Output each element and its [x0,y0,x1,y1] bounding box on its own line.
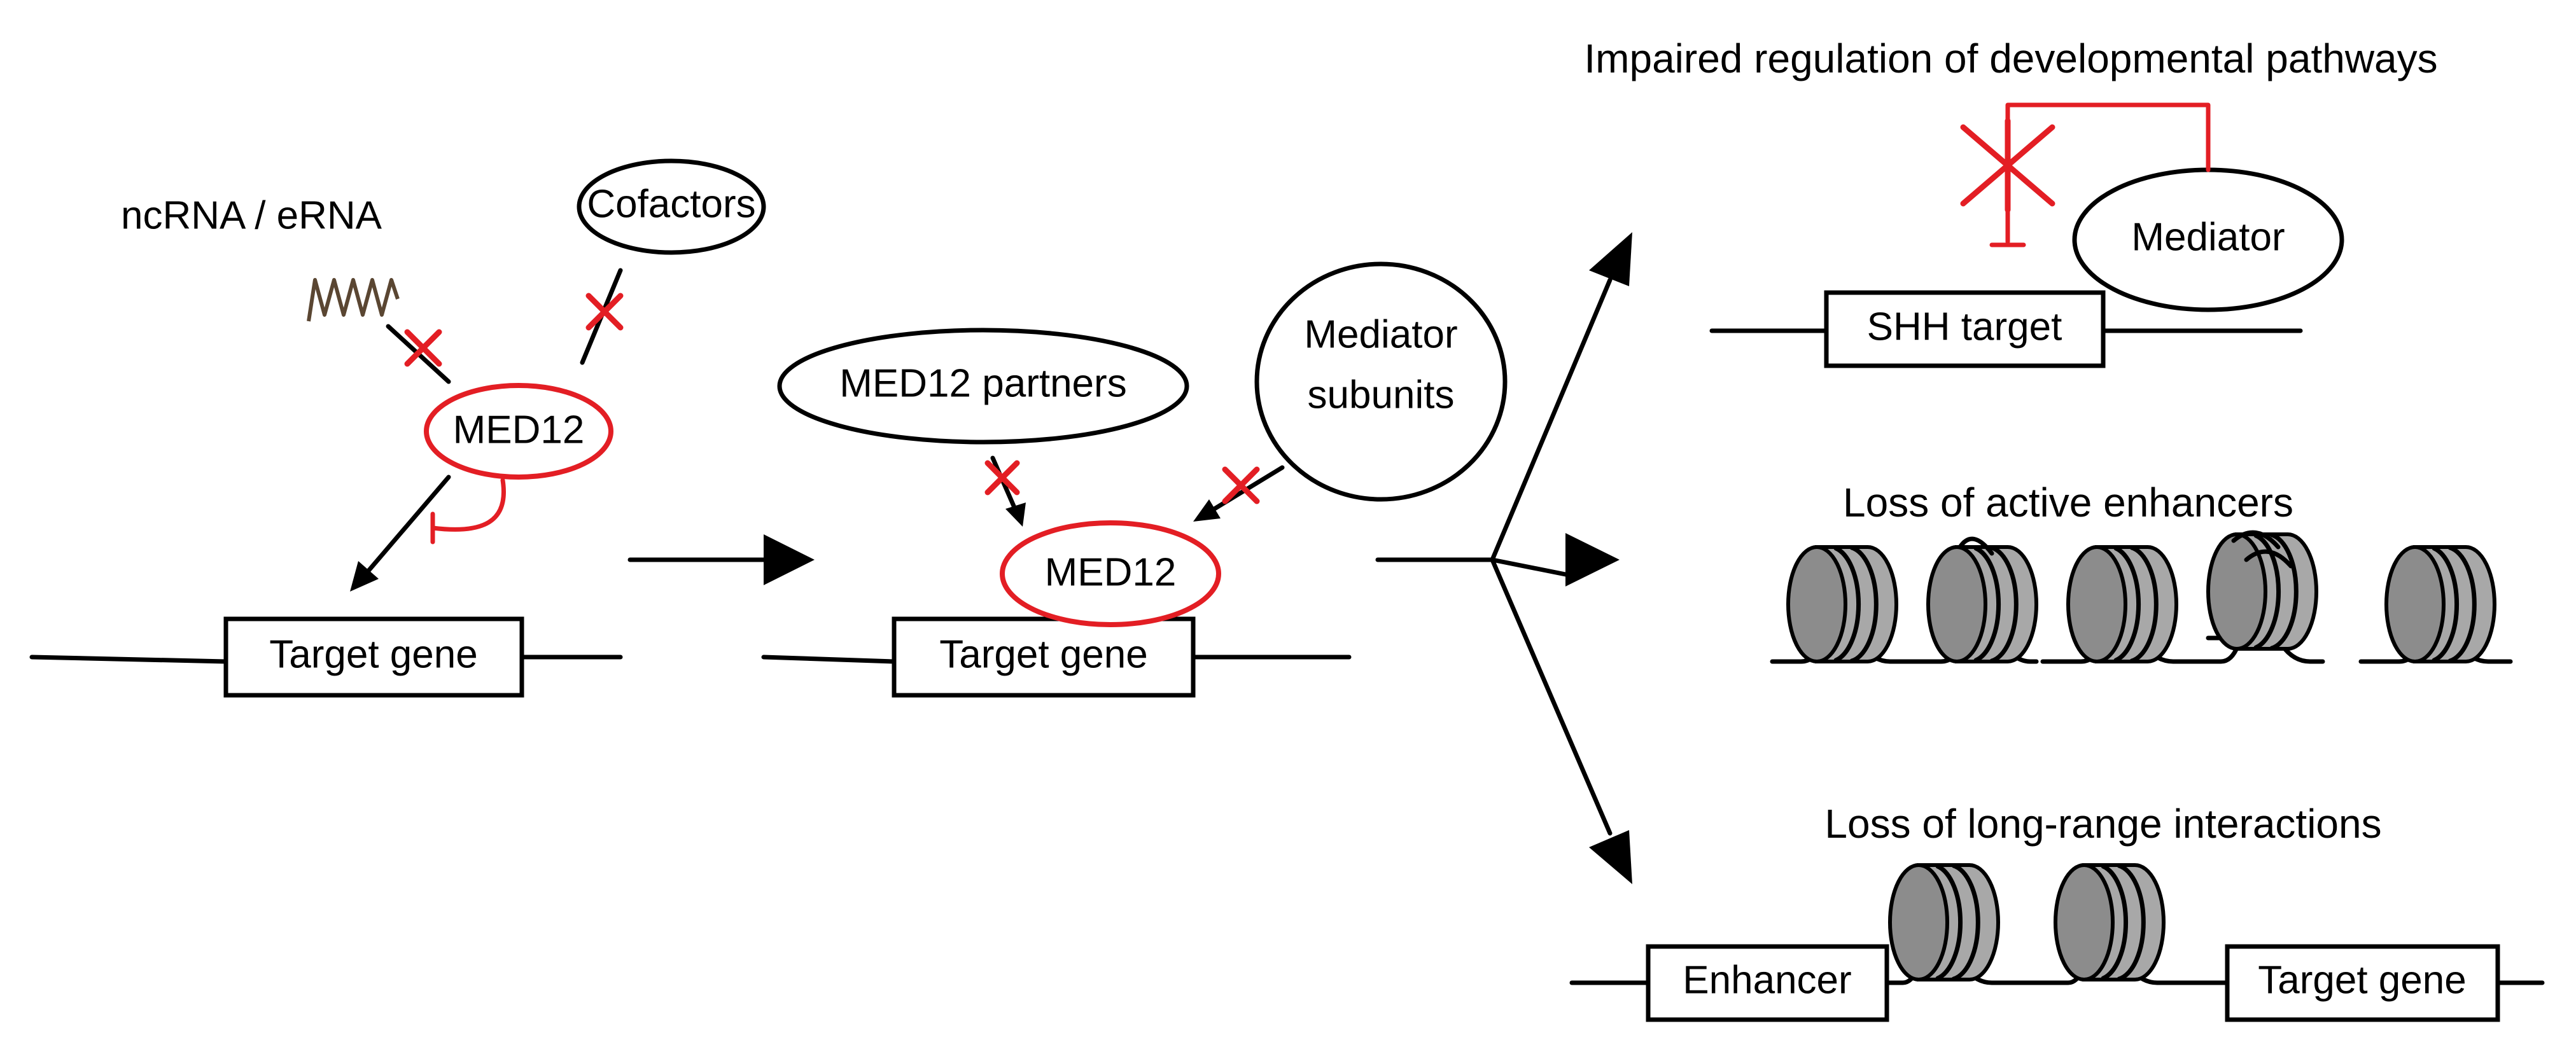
branching-arrows [1375,232,1632,884]
arrow-head-icon [1193,499,1221,522]
blocked-x-icon [404,329,442,367]
outcome-enhancers-heading: Loss of active enhancers [1843,480,2293,525]
mediator-subunits-ellipse [1254,261,1508,502]
med12-ellipse [424,383,613,480]
enhancer-box [1646,944,1889,1022]
dna-line [29,655,228,664]
dna-line [761,655,897,664]
med12-label: MED12 [1045,550,1177,594]
nucleosome-icon [2055,865,2164,980]
med12-partners-ellipse [777,328,1189,445]
mediator-label: Mediator [2131,215,2285,259]
partners-link [990,455,1018,511]
blocked-x-icon [1222,466,1260,504]
outcome-pathways-heading: Impaired regulation of developmental pat… [1584,36,2437,81]
med12-label: MED12 [453,408,585,452]
outcome-developmental-pathways: Impaired regulation of developmental pat… [1584,36,2438,368]
enhancer-label: Enhancer [1683,958,1851,1002]
blocked-x-icon [984,460,1020,496]
inhibition-curve [430,478,506,532]
outcome-long-range-interactions: Loss of long-range interactions Enhancer… [1569,801,2545,1022]
nucleosome-icon [2386,547,2495,662]
cofactors-ellipse [577,158,766,255]
nucleosome-icon [1788,547,1896,662]
blocked-x-icon [585,293,624,331]
nucleosome-icon [1890,865,1998,980]
outcome-active-enhancers: Loss of active enhancers [1770,480,2513,664]
nucleosome-icon [1928,547,2036,662]
activation-arrow [363,475,451,576]
med12-ellipse [1000,520,1221,627]
target-gene-label: Target gene [2258,958,2466,1002]
dna-wrap [2231,530,2293,569]
outcome-long-range-heading: Loss of long-range interactions [1824,801,2381,847]
panel-med12-partners: Target gene MED12 partners Mediator subu… [761,261,1508,698]
blocked-star-icon [1960,118,2055,213]
dna-wrap [1957,536,1994,556]
target-gene-box [2225,944,2500,1022]
shh-target-label: SHH target [1867,305,2062,349]
ncrna-label: ncRNA / eRNA [121,193,382,237]
cofactors-label: Cofactors [587,182,755,226]
target-gene-label: Target gene [939,632,1147,676]
rna-coil-icon [307,278,400,322]
mediator-subunits-label-line1: Mediator [1304,312,1457,356]
target-gene-box [892,616,1196,698]
arrow-head-icon [1005,503,1026,527]
target-gene-box [223,616,524,698]
panel-med12-regulation: Target gene ncRNA / eRNA Cofactors MED12 [29,158,766,698]
target-gene-label: Target gene [269,632,477,676]
transition-arrow [627,534,815,585]
arrow-head-icon [350,561,379,592]
med12-partners-label: MED12 partners [839,361,1126,405]
nucleosome-icon [2068,547,2176,662]
shh-target-box [1824,290,2106,368]
mediator-subunits-label-line2: subunits [1308,373,1455,417]
